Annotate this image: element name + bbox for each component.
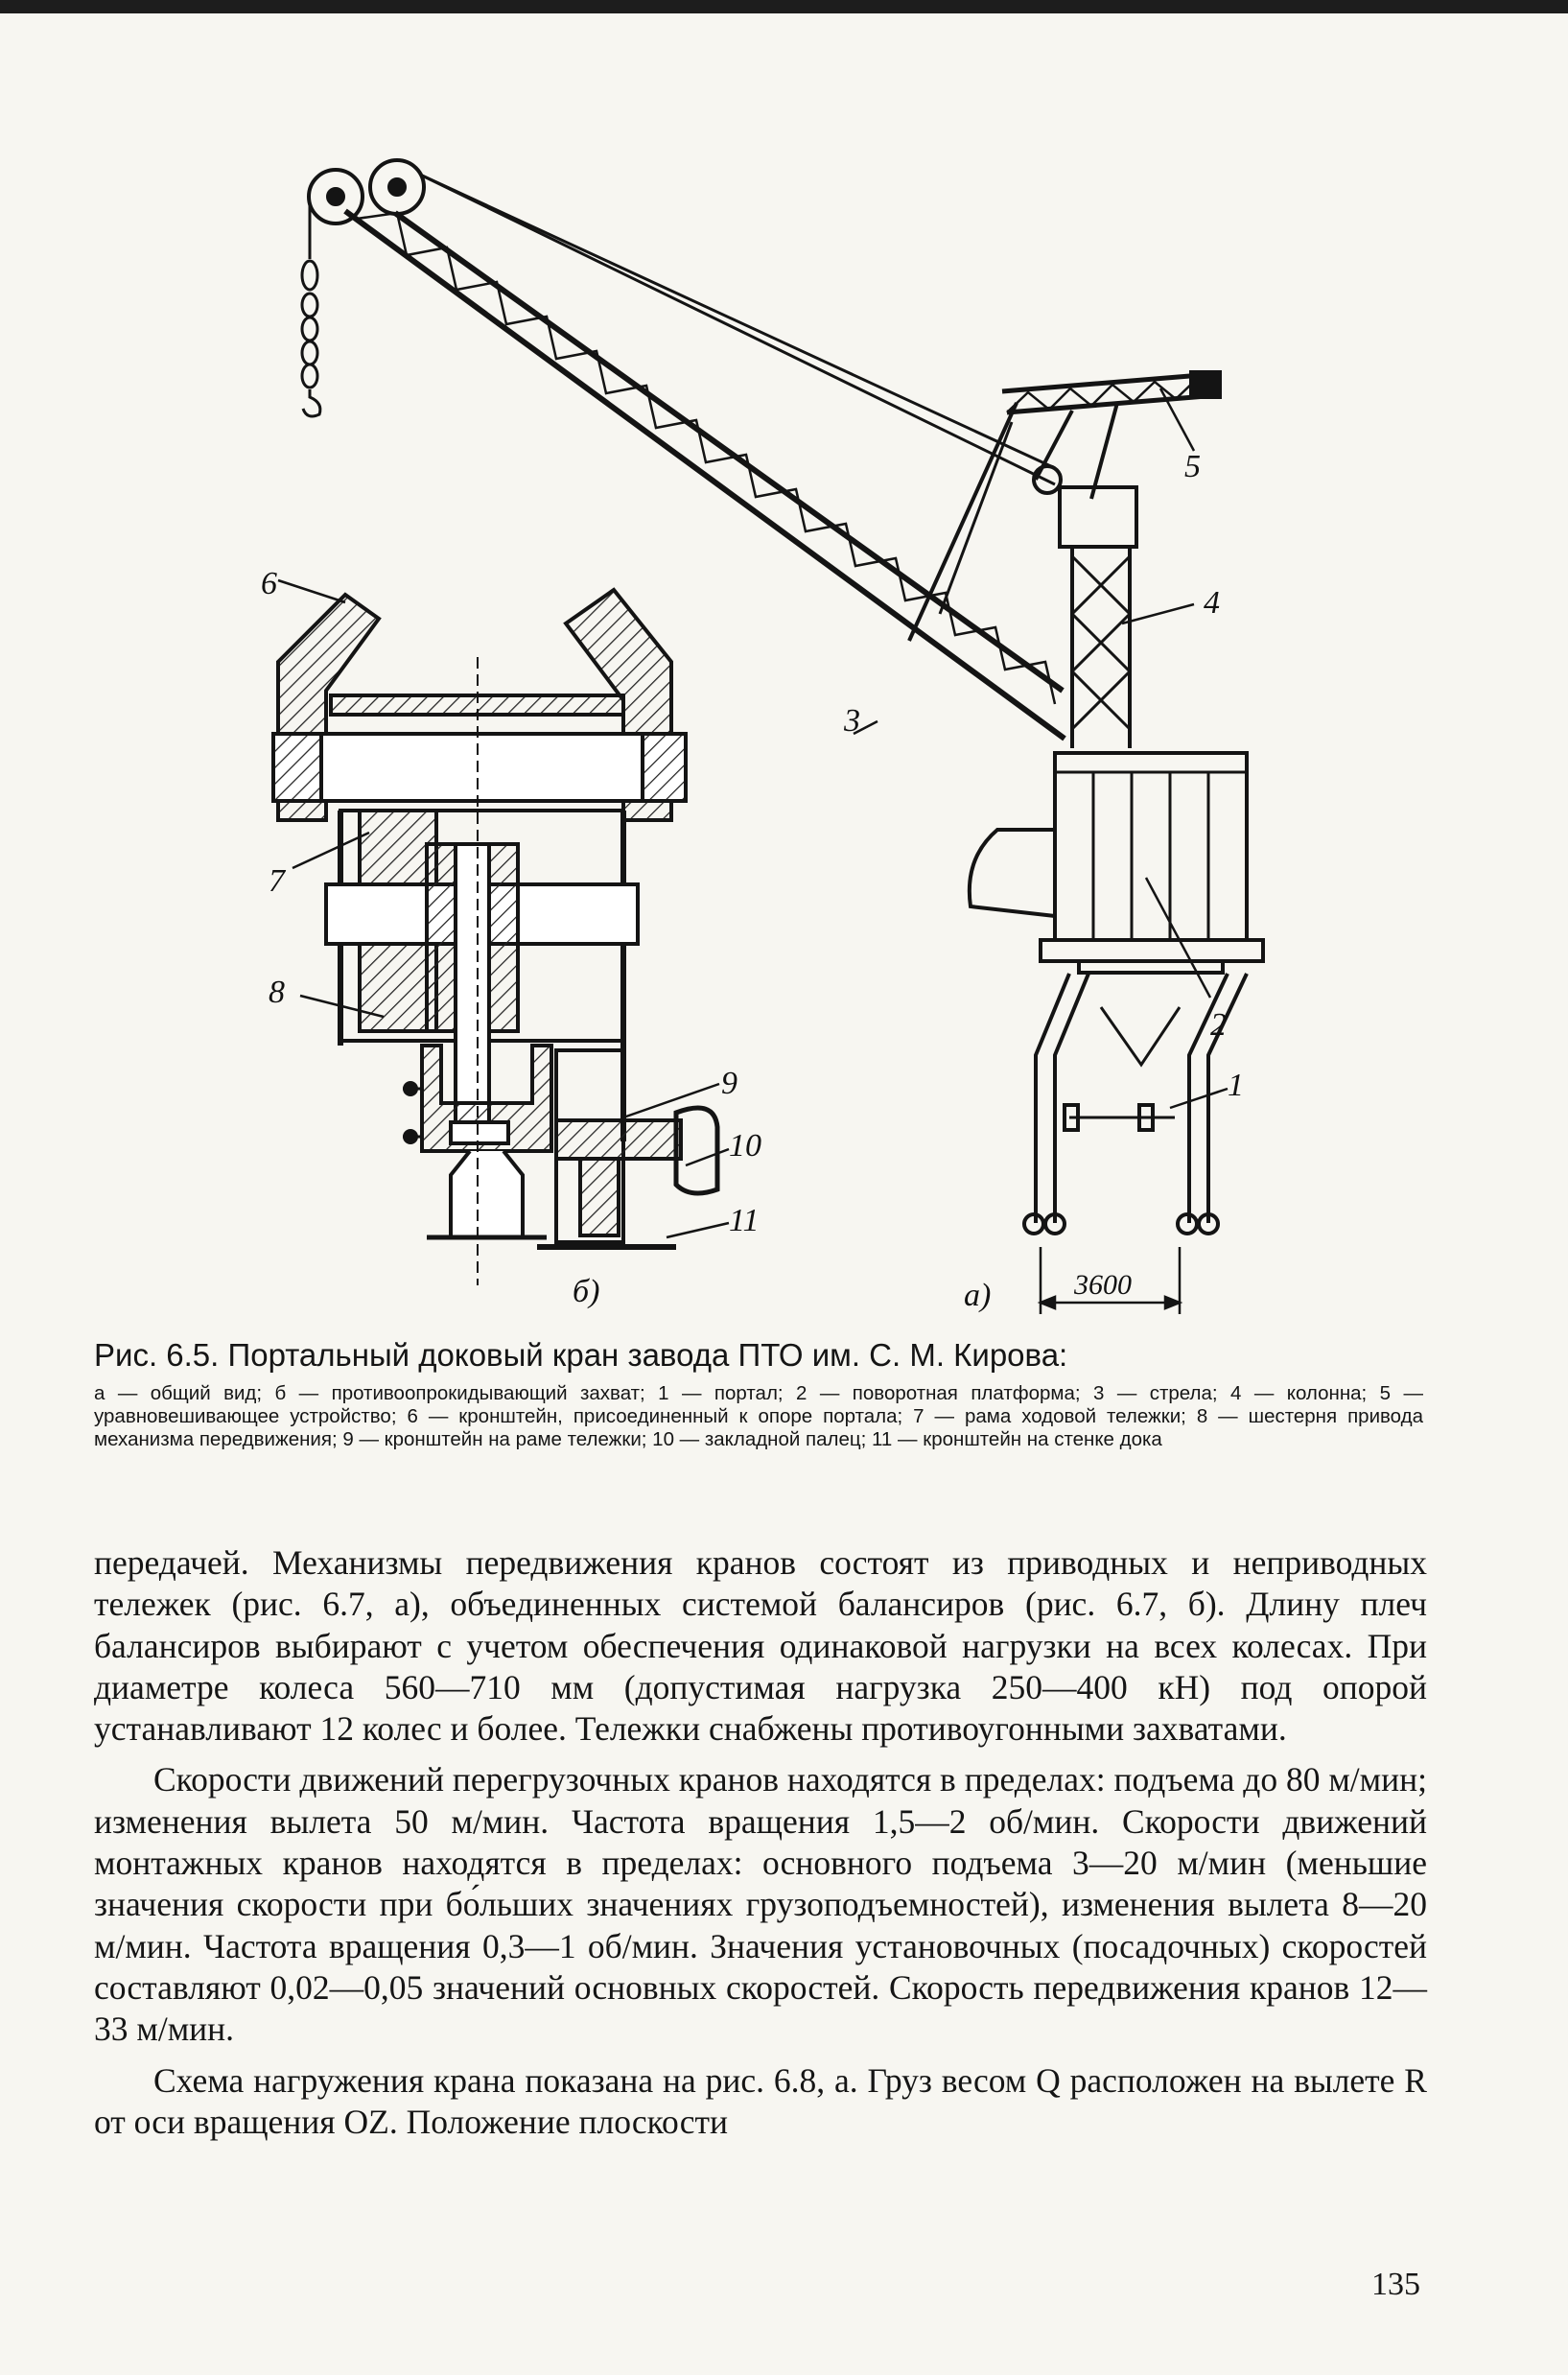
body-text: передачей. Механизмы передвижения кранов… — [94, 1542, 1427, 2143]
counterweight-beam — [1001, 370, 1222, 500]
callout-7: 7 — [269, 863, 285, 899]
callout-1: 1 — [1228, 1068, 1244, 1103]
scan-top-edge — [0, 0, 1568, 13]
view-label-a: а) — [964, 1278, 992, 1313]
callout-4: 4 — [1204, 585, 1220, 621]
callout-11: 11 — [729, 1203, 760, 1238]
callout-2: 2 — [1210, 1007, 1227, 1043]
callout-5: 5 — [1184, 449, 1201, 484]
figure-legend: а — общий вид; б — противоопрокидывающий… — [94, 1382, 1423, 1450]
hook-assembly — [300, 201, 322, 418]
rotating-platform — [967, 751, 1265, 975]
head-sheave-left — [307, 168, 364, 225]
callout-10: 10 — [729, 1128, 761, 1164]
dimension-label: 3600 — [1074, 1269, 1132, 1301]
portal — [1022, 973, 1249, 1235]
callout-8: 8 — [269, 975, 285, 1010]
paragraph-2: Скорости движений перегрузочных кранов н… — [94, 1760, 1427, 2049]
figure-caption: Рис. 6.5. Портальный доковый кран завода… — [94, 1337, 1068, 1373]
page-number: 135 — [1371, 2267, 1420, 2302]
column — [1032, 464, 1138, 748]
paragraph-3: Схема нагружения крана показана на рис. … — [94, 2060, 1427, 2141]
anti-tipping-clamp-view — [271, 578, 730, 1285]
paragraph-1: передачей. Механизмы передвижения кранов… — [94, 1543, 1427, 1749]
view-label-b: б) — [573, 1274, 600, 1309]
dimension-3600 — [1037, 1247, 1183, 1314]
boom — [343, 173, 1066, 741]
crane-general-view — [300, 158, 1265, 1314]
callout-6: 6 — [261, 566, 277, 601]
callout-9: 9 — [721, 1066, 737, 1101]
callout-3: 3 — [844, 703, 860, 739]
crane-figure — [271, 158, 1265, 1314]
